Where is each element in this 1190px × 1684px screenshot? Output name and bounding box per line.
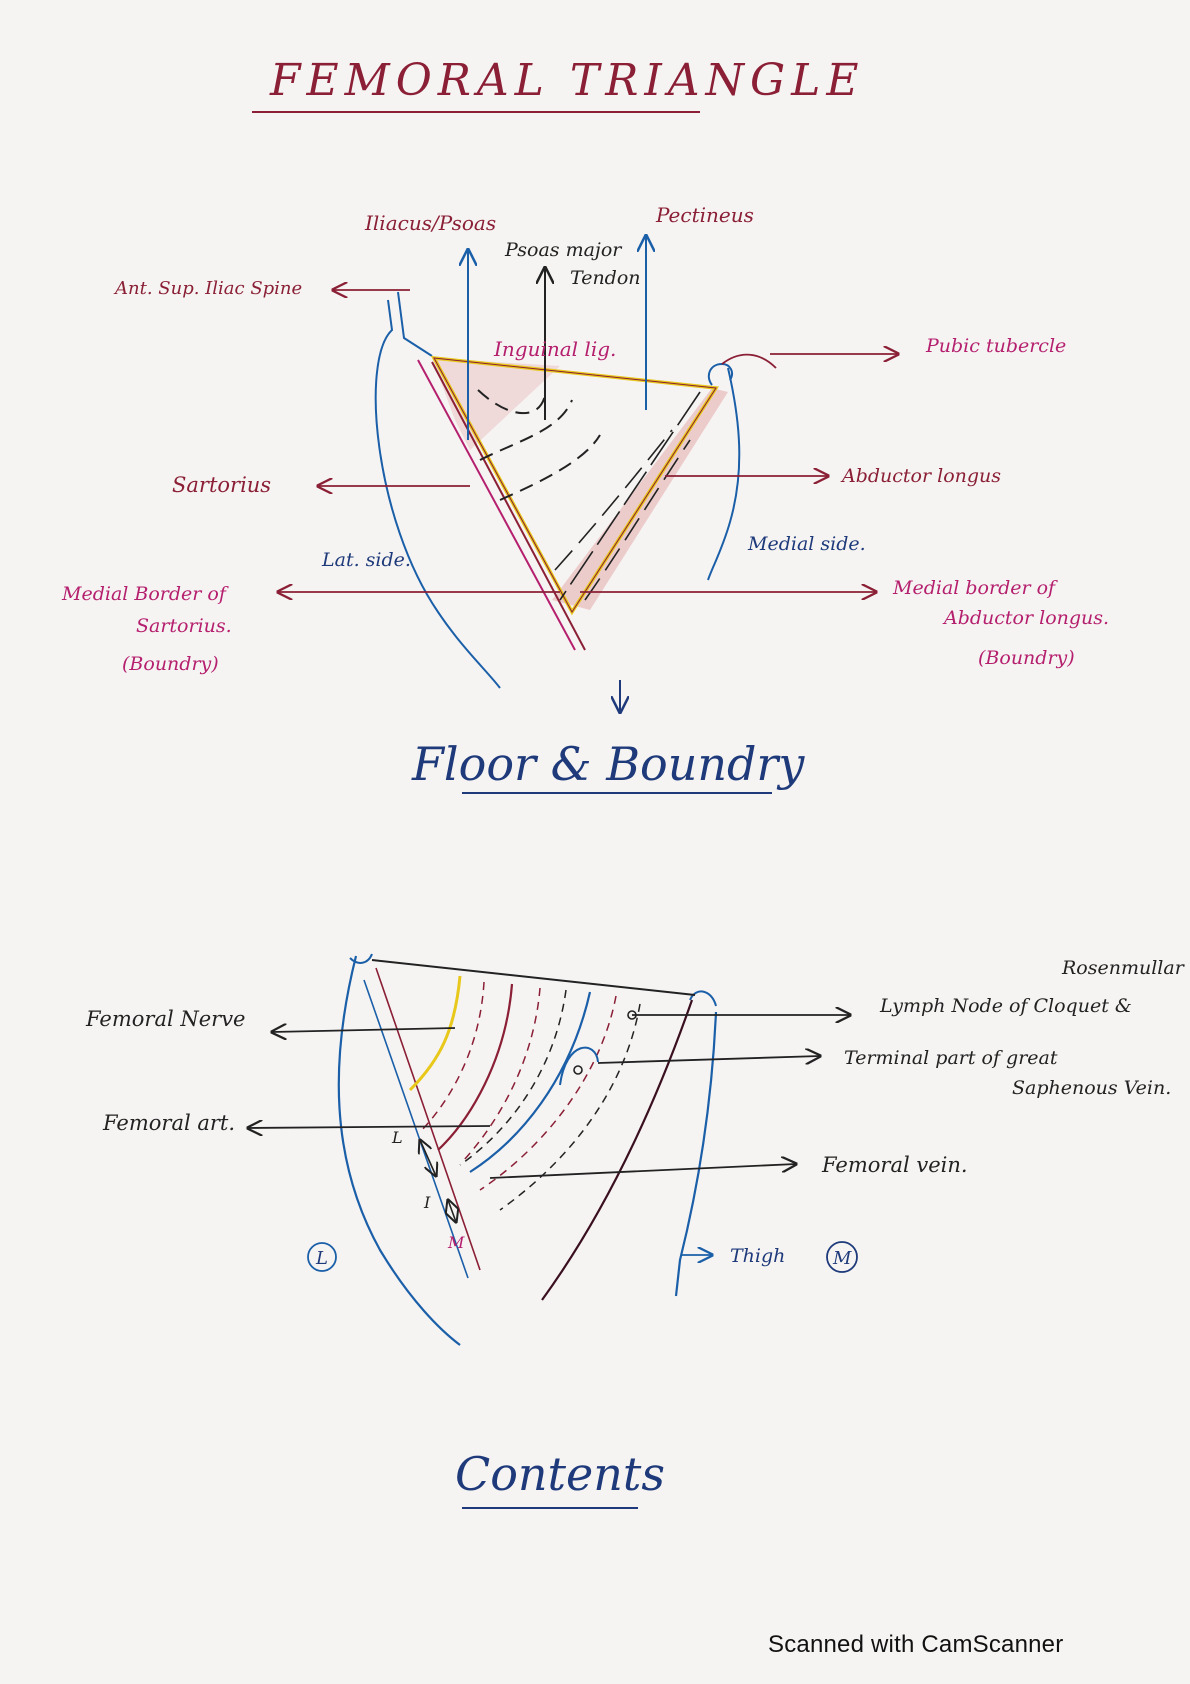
caption-floor-boundary: Floor & Boundry (411, 737, 805, 791)
psoas-dashed-1 (479, 399, 573, 461)
lateral-thigh-contour (374, 299, 501, 689)
label-femoral-vein: Femoral vein. (821, 1153, 968, 1177)
medial-contour (674, 1011, 718, 1297)
label-medial-side: Medial side. (747, 533, 866, 555)
femoral-art-pointer (248, 1126, 491, 1128)
label-mark-l: L (391, 1128, 403, 1147)
adductor-longus-line (541, 999, 694, 1301)
li-arrow (420, 1140, 436, 1176)
label-psoas-major: Psoas major (504, 239, 623, 261)
adductor-longus-shading (552, 388, 728, 610)
label-pubic-tubercle: Pubic tubercle (925, 335, 1066, 357)
adductor-border-dark (559, 391, 701, 601)
medial-circle (826, 1241, 858, 1273)
label-inguinal-lig: Inguinal lig. (493, 337, 616, 361)
pectineus-dashed-2 (584, 439, 691, 601)
femoral-triangle-inner (433, 357, 717, 613)
caption-contents: Contents (455, 1447, 665, 1501)
im-arrow (448, 1200, 456, 1222)
floor-boundary-diagram: Iliacus/Psoas Psoas major Tendon Pectine… (61, 203, 1109, 794)
inguinal-ligament-line (371, 959, 696, 996)
lateral-circle (307, 1242, 337, 1272)
label-gsv-1: Terminal part of great (844, 1047, 1058, 1069)
label-thigh: Thigh (730, 1245, 785, 1267)
sartorius-band-inner (431, 361, 586, 651)
sartorius-band-outer (417, 359, 576, 651)
gsv-hook (559, 1046, 599, 1086)
artery-sheath-dashed-2 (463, 987, 541, 1161)
iliacus-dashed (477, 389, 546, 415)
label-asis: Ant. Sup. Iliac Spine (113, 278, 302, 299)
label-lat-side: Lat. side. (321, 549, 411, 571)
gsv-pointer (597, 1056, 820, 1063)
femoral-artery-line (437, 983, 514, 1151)
label-medial-marker: M (832, 1248, 852, 1269)
femoral-nerve-pointer (272, 1028, 456, 1032)
label-medial-border-sartorius-3: (Boundry) (122, 653, 219, 675)
contents-diagram: Rosenmullar Lymph Node of Cloquet & Term… (85, 953, 1186, 1509)
vein-sheath-dashed-1 (459, 989, 567, 1166)
label-sartorius: Sartorius (172, 473, 271, 497)
femoral-vein-pointer (489, 1164, 796, 1179)
asis-outline (397, 291, 433, 357)
label-psoas-tendon: Tendon (570, 267, 641, 289)
femoral-vein-line (469, 991, 592, 1173)
femoral-nerve-line (408, 975, 462, 1092)
pubic-tubercle-hook (721, 353, 777, 369)
canal-dashed (499, 1003, 641, 1211)
label-medial-border-adductor-1: Medial border of (892, 577, 1058, 599)
pectineus-dashed-1 (554, 429, 673, 571)
sartorius-strip-1 (375, 967, 481, 1271)
lateral-contour (337, 955, 461, 1346)
label-medial-border-adductor-3: (Boundry) (978, 647, 1075, 669)
page-title: FEMORAL TRIANGLE (269, 55, 865, 106)
label-medial-border-sartorius-2: Sartorius. (136, 615, 232, 637)
label-lateral-marker: L (315, 1248, 328, 1269)
vein-sheath-dashed-2 (479, 995, 617, 1191)
label-gsv-2: Saphenous Vein. (1012, 1077, 1171, 1099)
artery-sheath-dashed-1 (421, 981, 485, 1131)
medial-hook (689, 990, 717, 1007)
label-iliacus-psoas: Iliacus/Psoas (364, 211, 496, 235)
camscanner-watermark: Scanned with CamScanner (768, 1631, 1064, 1658)
label-rosenmuller: Rosenmullar (1061, 957, 1186, 979)
label-mark-i: I (423, 1193, 431, 1212)
label-adductor-longus: Abductor longus (840, 465, 1001, 487)
psoas-dashed-2 (499, 434, 601, 501)
label-medial-border-adductor-2: Abductor longus. (942, 607, 1109, 629)
lateral-hook (349, 953, 373, 964)
label-pectineus: Pectineus (655, 203, 754, 227)
label-medial-border-sartorius-1: Medial Border of (61, 583, 229, 605)
gsv-dot (573, 1065, 583, 1075)
label-mark-m: M (447, 1233, 465, 1252)
label-femoral-nerve: Femoral Nerve (85, 1007, 246, 1031)
label-lymph-node: Lymph Node of Cloquet & (879, 995, 1132, 1017)
medial-thigh-contour (707, 367, 741, 581)
label-femoral-art: Femoral art. (102, 1111, 235, 1135)
